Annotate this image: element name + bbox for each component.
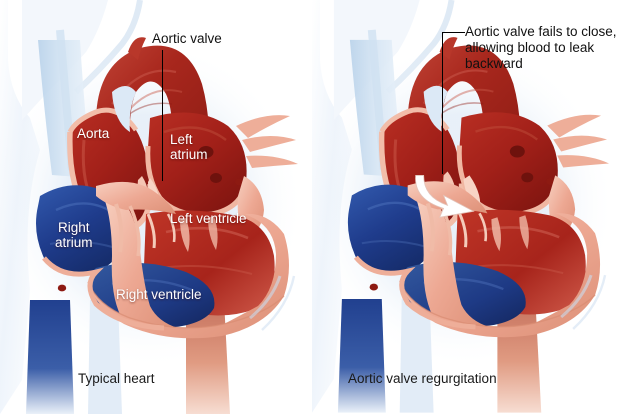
callout-regurgitation-line3: backward	[465, 56, 523, 71]
regurgitation-heart-illustration	[312, 0, 624, 413]
typical-heart-illustration	[0, 0, 312, 414]
panel-typical-heart: Aorta Left atrium Left ventricle Right a…	[0, 0, 312, 414]
caption-aortic-valve-regurgitation: Aortic valve regurgitation	[348, 371, 497, 386]
callout-aortic-valve-leader-line	[162, 50, 164, 181]
callout-regurgitation-leader-horizontal	[442, 32, 465, 34]
callout-aortic-valve-text: Aortic valve	[152, 31, 222, 46]
panel-aortic-valve-regurgitation: Aortic valve fails to close, allowing bl…	[312, 0, 624, 414]
regurgitant-flow-arrow	[415, 175, 475, 218]
caption-typical-heart: Typical heart	[78, 371, 155, 386]
callout-regurgitation-line2: allowing blood to leak	[465, 40, 595, 55]
callout-regurgitation-line1: Aortic valve fails to close,	[465, 24, 617, 39]
callout-regurgitation-leader-vertical	[442, 32, 444, 174]
